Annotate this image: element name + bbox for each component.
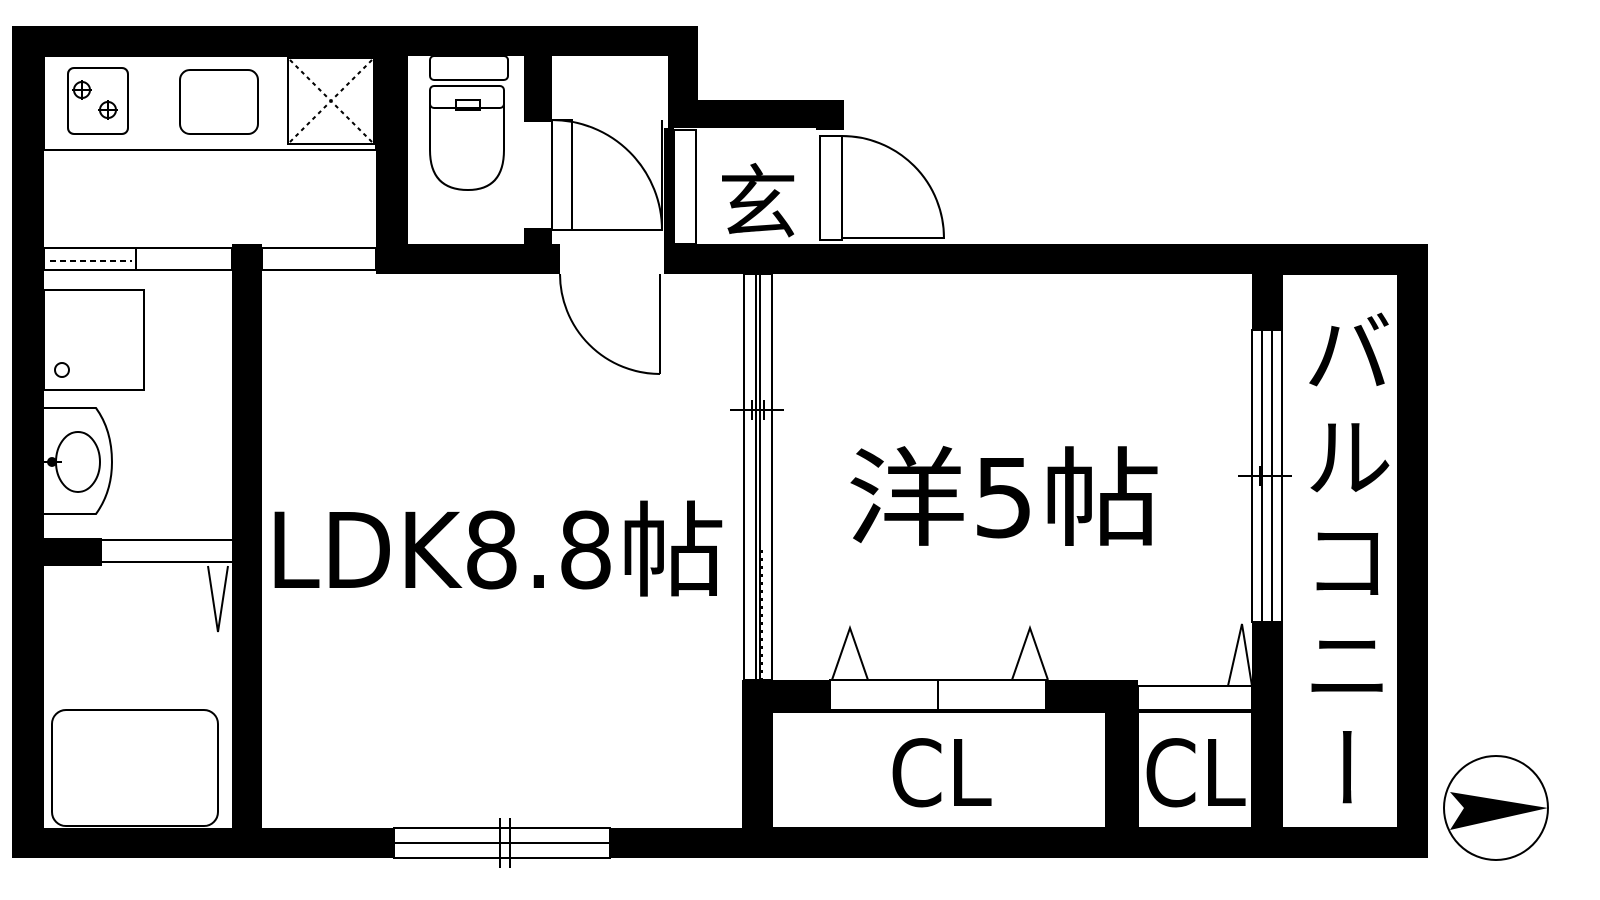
bathtub-icon bbox=[51, 709, 219, 827]
kitchen-sink-icon bbox=[179, 69, 259, 135]
entrance-label: 玄 bbox=[717, 157, 799, 252]
closet-large-label: CL bbox=[888, 721, 992, 828]
washbasin-icon bbox=[44, 407, 114, 515]
closet-small-label: CL bbox=[1142, 721, 1246, 828]
western-room-label: 洋5帖 bbox=[845, 438, 1163, 563]
gas-stove-icon bbox=[67, 67, 129, 135]
toilet-icon bbox=[429, 55, 509, 192]
north-arrow-icon bbox=[1443, 755, 1549, 861]
fridge-space-icon bbox=[287, 57, 375, 145]
fixtures bbox=[43, 55, 1401, 868]
walls bbox=[12, 26, 1428, 858]
door-swings bbox=[551, 119, 946, 375]
balcony-label: バルコニー bbox=[1287, 306, 1394, 814]
washing-machine-icon bbox=[54, 362, 70, 378]
ldk-label: LDK8.8帖 bbox=[265, 491, 727, 613]
